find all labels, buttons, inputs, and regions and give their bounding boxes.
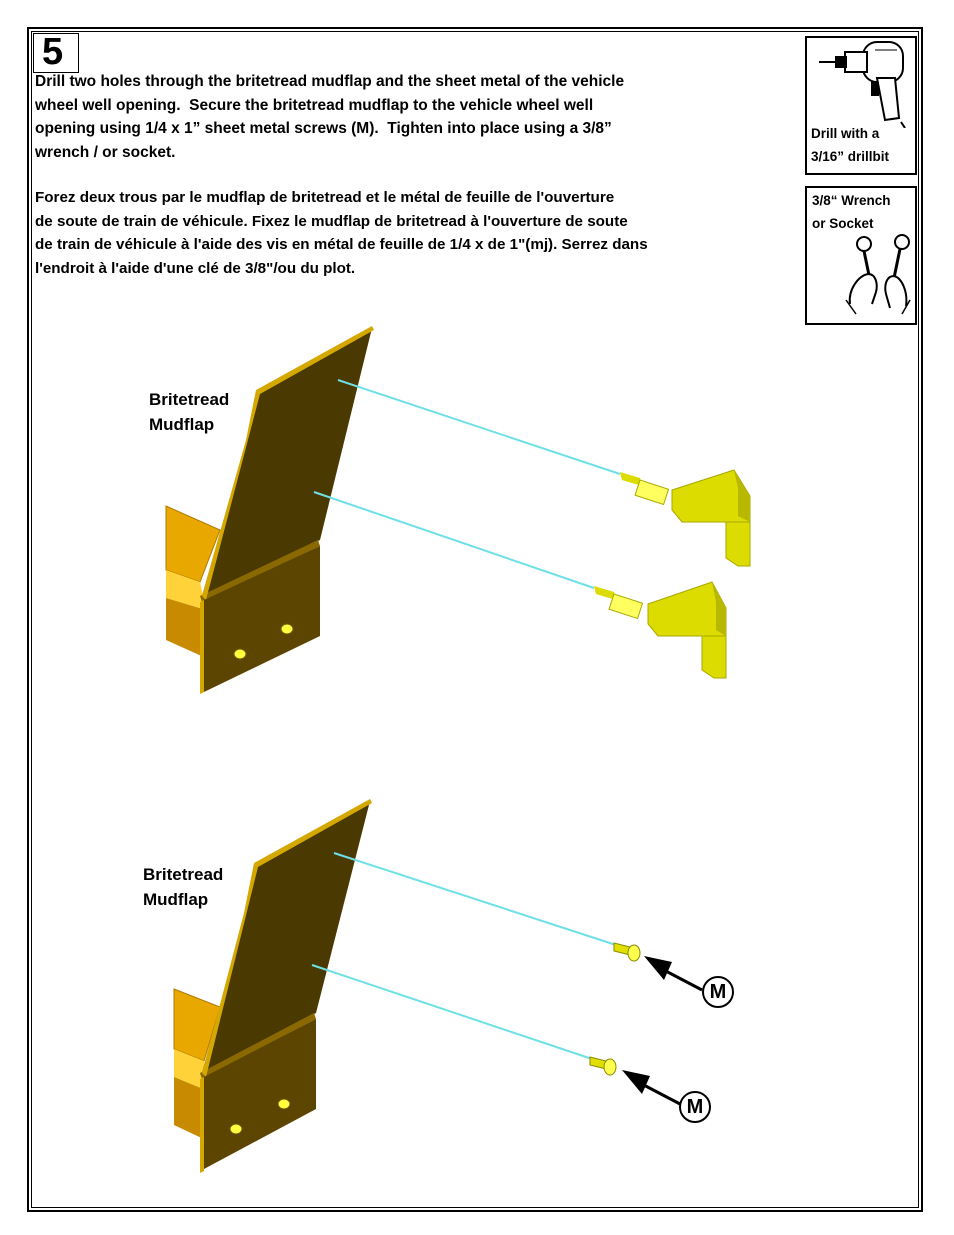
page-border-inner — [31, 31, 919, 1208]
instructions-french: Forez deux trous par le mudflap de brite… — [35, 189, 648, 277]
tool-wrench-label: 3/8“ Wrench or Socket — [812, 193, 891, 231]
wrench-hands-icon — [845, 234, 911, 315]
part-label-mudflap-bottom: Britetread Mudflap — [143, 865, 224, 909]
tread-block-top — [165, 505, 221, 658]
drill-upper — [620, 469, 751, 567]
callout-m-upper: M — [702, 976, 734, 1008]
drill-guide-line-upper — [337, 379, 621, 475]
arrow-head-lower — [622, 1070, 650, 1094]
part-label-mudflap-top: Britetread Mudflap — [149, 390, 230, 434]
screw-m-upper — [613, 942, 641, 962]
page-border — [27, 27, 923, 1212]
mounting-bracket-top — [200, 546, 320, 694]
instructions-english: Drill two holes through the britetread m… — [35, 73, 625, 161]
tool-drill-label: Drill with a 3/16” drillbit — [811, 126, 890, 164]
screw-guide-line-lower — [311, 964, 593, 1060]
figure-drill-holes — [165, 326, 751, 694]
arrow-head-upper — [644, 956, 672, 980]
mudflap-top — [200, 326, 374, 602]
screw-m-lower — [589, 1056, 617, 1076]
mounting-bracket-bottom — [200, 1019, 316, 1173]
step-number: 5 — [42, 31, 64, 73]
figure-install-screws — [173, 799, 641, 1173]
tread-block-bottom — [173, 988, 221, 1141]
step-number-box — [33, 33, 79, 73]
screw-guide-line-upper — [333, 852, 617, 946]
drill-guide-line-lower — [313, 491, 595, 589]
mudflap-bottom — [200, 799, 372, 1079]
callout-m-lower: M — [679, 1091, 711, 1123]
drill-lower — [594, 581, 727, 679]
callout-arrows — [622, 956, 703, 1106]
drill-icon — [819, 41, 906, 128]
